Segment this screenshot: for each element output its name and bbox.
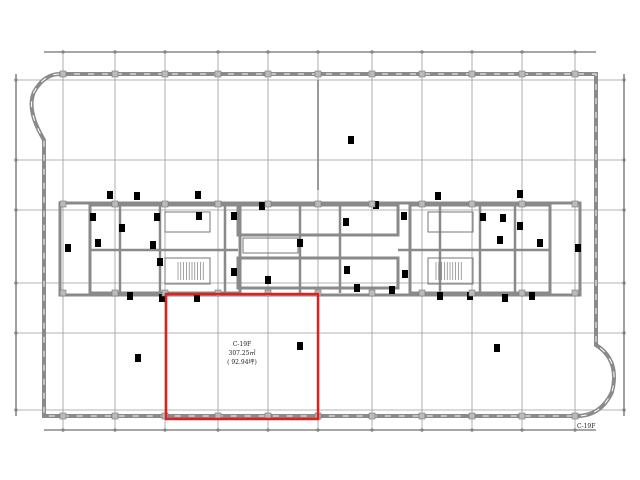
column xyxy=(468,412,476,420)
column xyxy=(418,200,426,208)
room-tag xyxy=(135,354,141,362)
column xyxy=(571,412,579,420)
column xyxy=(111,200,119,208)
column xyxy=(571,289,579,297)
column xyxy=(368,200,376,208)
column xyxy=(59,289,67,297)
column xyxy=(468,200,476,208)
room-tag xyxy=(90,213,96,221)
core-fixture xyxy=(242,237,299,254)
room-tag xyxy=(127,292,133,300)
room-tag xyxy=(348,136,354,144)
room-tag xyxy=(517,222,523,230)
column xyxy=(264,70,272,78)
core-wall xyxy=(236,256,400,290)
column xyxy=(214,70,222,78)
room-tag xyxy=(344,266,350,274)
building-core xyxy=(58,80,582,297)
room-tag xyxy=(502,294,508,302)
room-tag xyxy=(65,244,71,252)
room-tag xyxy=(373,201,379,209)
room-tag xyxy=(196,212,202,220)
room-tag xyxy=(343,218,349,226)
room-tag xyxy=(389,286,395,294)
room-tag xyxy=(259,202,265,210)
room-tag xyxy=(231,212,237,220)
room-tag xyxy=(194,294,200,302)
room-tag xyxy=(500,214,506,222)
column xyxy=(111,289,119,297)
room-tag xyxy=(265,276,271,284)
column xyxy=(264,200,272,208)
core-fixture xyxy=(427,257,474,285)
column xyxy=(518,70,526,78)
column xyxy=(571,70,579,78)
column xyxy=(111,412,119,420)
column xyxy=(468,70,476,78)
dimension-lines xyxy=(14,50,626,432)
room-tag xyxy=(159,294,165,302)
unit-area: 307.25㎡ xyxy=(229,349,256,357)
room-tag xyxy=(437,292,443,300)
column xyxy=(111,70,119,78)
room-tag xyxy=(150,241,156,249)
column xyxy=(368,289,376,297)
column xyxy=(368,70,376,78)
room-tag xyxy=(537,239,543,247)
column xyxy=(368,412,376,420)
room-tag xyxy=(494,344,500,352)
room-tag xyxy=(154,213,160,221)
room-tag xyxy=(517,190,523,198)
core-fixture xyxy=(164,211,211,233)
unit-label: C-19F xyxy=(233,341,251,348)
room-tag xyxy=(195,191,201,199)
columns xyxy=(59,70,579,420)
core-fixture xyxy=(427,211,474,233)
room-tag xyxy=(297,342,303,350)
room-tag xyxy=(107,191,113,199)
room-tag xyxy=(402,270,408,278)
column xyxy=(418,289,426,297)
room-tag xyxy=(134,192,140,200)
room-tag xyxy=(119,224,125,232)
column xyxy=(59,70,67,78)
corner-floor-label: C-19F xyxy=(577,423,595,430)
room-tag xyxy=(401,212,407,220)
column xyxy=(314,70,322,78)
column xyxy=(518,200,526,208)
room-tag xyxy=(157,258,163,266)
column xyxy=(518,412,526,420)
room-tag xyxy=(231,268,237,276)
column xyxy=(59,412,67,420)
core-fixture xyxy=(164,257,211,285)
column xyxy=(314,200,322,208)
room-tag xyxy=(354,284,360,292)
column xyxy=(59,200,67,208)
room-tag xyxy=(480,213,486,221)
room-tag xyxy=(575,244,581,252)
column xyxy=(468,289,476,297)
column xyxy=(518,289,526,297)
column xyxy=(161,70,169,78)
room-tag xyxy=(497,236,503,244)
column xyxy=(418,70,426,78)
highlighted-unit[interactable] xyxy=(164,292,320,421)
column xyxy=(418,412,426,420)
column xyxy=(161,200,169,208)
unit-tsubo: ( 92.94坪) xyxy=(227,358,257,366)
room-tag xyxy=(95,239,101,247)
room-tag xyxy=(297,239,303,247)
column xyxy=(571,200,579,208)
room-tag xyxy=(435,192,441,200)
room-tag xyxy=(529,292,535,300)
column xyxy=(214,200,222,208)
